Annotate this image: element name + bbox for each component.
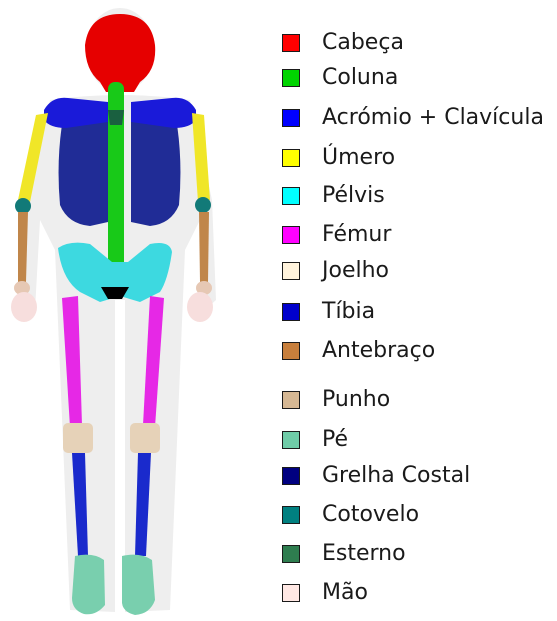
ribcage [59, 112, 108, 226]
knee [130, 423, 160, 453]
elbow [195, 197, 211, 213]
legend-swatch [282, 545, 300, 563]
legend-label: Joelho [322, 256, 389, 286]
elbow [15, 198, 31, 214]
legend-label: Cabeça [322, 28, 404, 58]
legend-item: Cabeça [282, 28, 404, 58]
legend-swatch [282, 431, 300, 449]
legend-swatch [282, 226, 300, 244]
legend-swatch [282, 149, 300, 167]
foot [122, 555, 155, 615]
legend-label: Pélvis [322, 181, 385, 211]
legend-label: Grelha Costal [322, 461, 470, 491]
legend-item: Joelho [282, 256, 389, 286]
legend-item: Grelha Costal [282, 461, 470, 491]
knee [63, 423, 93, 453]
legend-item: Mão [282, 578, 368, 608]
ribcage [131, 112, 180, 226]
legend-label: Fémur [322, 220, 391, 250]
legend-item: Cotovelo [282, 500, 419, 530]
hand [11, 292, 37, 322]
legend-item: Tíbia [282, 297, 375, 327]
legend-item: Pélvis [282, 181, 385, 211]
legend-swatch [282, 584, 300, 602]
legend-label: Mão [322, 578, 368, 608]
legend-item: Esterno [282, 539, 406, 569]
legend-swatch [282, 506, 300, 524]
legend-swatch [282, 342, 300, 360]
hand [187, 292, 213, 322]
legend-swatch [282, 34, 300, 52]
legend-item: Acrómio + Clavícula [282, 103, 544, 133]
legend-label: Pé [322, 425, 348, 455]
legend-item: Fémur [282, 220, 391, 250]
legend-swatch [282, 391, 300, 409]
legend-item: Pé [282, 425, 348, 455]
legend-item: Úmero [282, 143, 395, 173]
sternum [108, 110, 124, 125]
forearm [199, 212, 209, 282]
legend-label: Antebraço [322, 336, 435, 366]
legend-label: Acrómio + Clavícula [322, 103, 544, 133]
legend-label: Punho [322, 385, 390, 415]
legend-item: Punho [282, 385, 390, 415]
legend-label: Cotovelo [322, 500, 419, 530]
legend-item: Antebraço [282, 336, 435, 366]
legend-swatch [282, 69, 300, 87]
legend-label: Úmero [322, 143, 395, 173]
legend-label: Coluna [322, 63, 398, 93]
legend-label: Esterno [322, 539, 406, 569]
legend-swatch [282, 109, 300, 127]
legend-swatch [282, 187, 300, 205]
legend-swatch [282, 262, 300, 280]
head [85, 14, 155, 92]
skeleton-figure [0, 0, 260, 621]
legend-label: Tíbia [322, 297, 375, 327]
foot [72, 555, 105, 615]
legend-item: Coluna [282, 63, 398, 93]
legend-swatch [282, 303, 300, 321]
legend-swatch [282, 467, 300, 485]
